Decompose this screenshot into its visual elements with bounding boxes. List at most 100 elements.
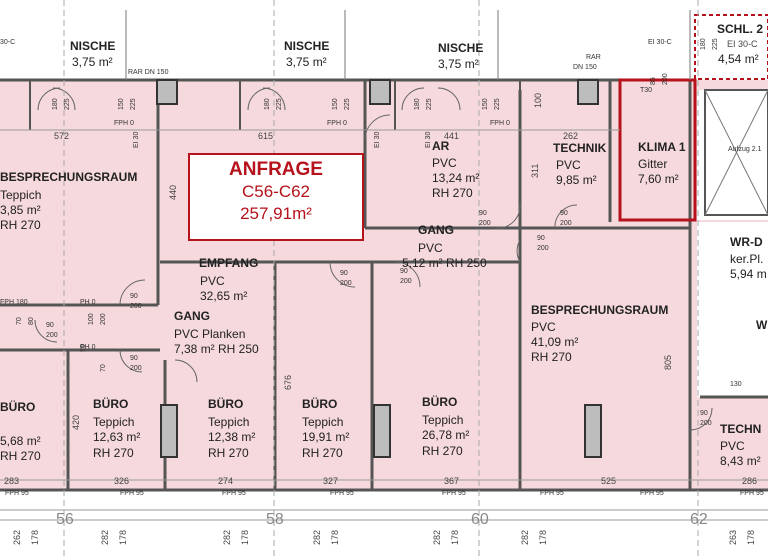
room-name: BÜRO xyxy=(93,397,129,411)
axis-label: 62 xyxy=(690,511,708,528)
room-name: EMPFANG xyxy=(199,256,259,270)
room-area: 19,91 m² xyxy=(302,430,350,444)
room-height: RH 270 xyxy=(422,444,463,458)
door-dim: 225 xyxy=(130,98,137,110)
annotation: FPH 95 xyxy=(640,490,664,497)
misc-dim: 70 xyxy=(16,317,23,325)
inquiry-stamp: ANFRAGE C56-C62 257,91m² xyxy=(188,153,364,241)
top-ticks xyxy=(125,10,691,80)
door-dim: 200 xyxy=(662,73,669,85)
room-name: BÜRO xyxy=(302,397,338,411)
annotation: FPH 95 xyxy=(330,490,354,497)
room-height: RH 270 xyxy=(432,186,473,200)
annotation: EI 30 xyxy=(425,131,432,148)
tick-label: 178 xyxy=(118,529,128,545)
room-area: 3,75 m² xyxy=(72,55,113,69)
dimension-label: 327 xyxy=(323,476,339,486)
room-height: RH 270 xyxy=(531,350,572,364)
annotation: FPH 95 xyxy=(442,490,466,497)
annotation: FPH 180 xyxy=(0,299,28,306)
annotation: RAR DN 150 xyxy=(128,69,169,76)
room-area: 12,38 m² xyxy=(208,430,256,444)
room-height: RH 270 xyxy=(0,449,41,463)
door-dim: 200 xyxy=(46,332,58,339)
room-name: TECHNIK xyxy=(553,141,607,155)
tick-label: 178 xyxy=(30,529,40,545)
door-dim: 150 xyxy=(332,98,339,110)
annotation: FPH 95 xyxy=(120,490,144,497)
room-name: BESPRECHUNGSRAUM xyxy=(531,303,669,317)
tick-label: 282 xyxy=(432,529,442,545)
room-name: TECHN xyxy=(720,422,762,436)
tick-label: 282 xyxy=(312,529,322,545)
room-name: KLIMA 1 xyxy=(638,140,686,154)
dimension-label: 311 xyxy=(530,163,540,178)
room-material: ker.Pl. xyxy=(730,252,764,266)
annotation: EI 30 xyxy=(374,131,381,148)
door-dim: 90 xyxy=(479,210,487,217)
tick-label: 178 xyxy=(450,529,460,545)
room-area: 13,24 m² xyxy=(432,171,480,185)
annotation: EI 30-C xyxy=(648,39,672,46)
door-dim: 180 xyxy=(414,98,421,110)
dimension-label: 805 xyxy=(663,354,673,370)
room-name: WR-D xyxy=(730,235,763,249)
schl-box xyxy=(694,14,768,80)
door-dim: 200 xyxy=(130,365,142,372)
room-area: 12,63 m² xyxy=(93,430,141,444)
dimension-label: 676 xyxy=(283,374,293,390)
door-dim: 200 xyxy=(130,303,142,310)
axis-label: 56 xyxy=(56,511,74,528)
axis-label: 58 xyxy=(266,511,284,528)
misc-dim: 90 xyxy=(80,344,87,352)
annotation: EI 30 xyxy=(133,131,140,148)
dimension-label: 441 xyxy=(444,131,460,141)
room-height: RH 270 xyxy=(0,218,41,232)
dimension-label: 440 xyxy=(168,184,178,200)
room-area-height: 7,38 m² RH 250 xyxy=(174,342,259,356)
room-area-height: 5,12 m² RH 250 xyxy=(402,256,487,270)
room-material: PVC xyxy=(432,156,457,170)
door-dim: 225 xyxy=(494,98,501,110)
upper-right-core xyxy=(697,90,768,220)
door-dim: 200 xyxy=(400,278,412,285)
annotation: FPH 0 xyxy=(114,120,134,127)
dimension-label: 274 xyxy=(218,476,234,486)
annotation: FPH 0 xyxy=(490,120,510,127)
room-area: 4,54 m² xyxy=(718,52,759,66)
annotation: T30 xyxy=(640,87,653,94)
axis-label: 60 xyxy=(471,511,489,528)
room-height: RH 270 xyxy=(208,446,249,460)
door-dim: 200 xyxy=(700,420,712,427)
room-material: Teppich xyxy=(302,415,344,429)
door-dim: 200 xyxy=(479,220,491,227)
room-area: 26,78 m² xyxy=(422,428,470,442)
room-code: EI 30-C xyxy=(727,39,758,49)
elevator-cross-2 xyxy=(704,89,768,216)
dimension-label: 326 xyxy=(114,476,130,486)
annotation: FPH 0 xyxy=(327,120,347,127)
room-name: GANG xyxy=(418,223,454,237)
annotation: Aufzug 2.1 xyxy=(728,146,762,153)
annotation: 30-C xyxy=(0,39,16,46)
room-area: 8,43 m² xyxy=(720,454,761,468)
room-area: 41,09 m² xyxy=(531,335,579,349)
room-area: 32,65 m² xyxy=(200,289,248,303)
room-name: NISCHE xyxy=(438,41,484,55)
misc-dim: 100 xyxy=(88,313,95,325)
room-height: RH 270 xyxy=(93,446,134,460)
tick-label: 178 xyxy=(240,529,250,545)
annotation: FPH 95 xyxy=(540,490,564,497)
room-material: Teppich xyxy=(208,415,250,429)
tick-label: 178 xyxy=(538,529,548,545)
door-dim: 85 xyxy=(650,77,657,85)
misc-dim: 70 xyxy=(100,364,107,372)
shafts xyxy=(156,79,602,458)
room-name: BESPRECHUNGSRAUM xyxy=(0,170,138,184)
room-material: PVC xyxy=(556,158,581,172)
door-dim: 90 xyxy=(340,270,348,277)
room-area: 3,85 m² xyxy=(0,203,41,217)
tick-label: 282 xyxy=(222,529,232,545)
annotation: FPH 95 xyxy=(740,490,764,497)
annotation: FPH 95 xyxy=(222,490,246,497)
